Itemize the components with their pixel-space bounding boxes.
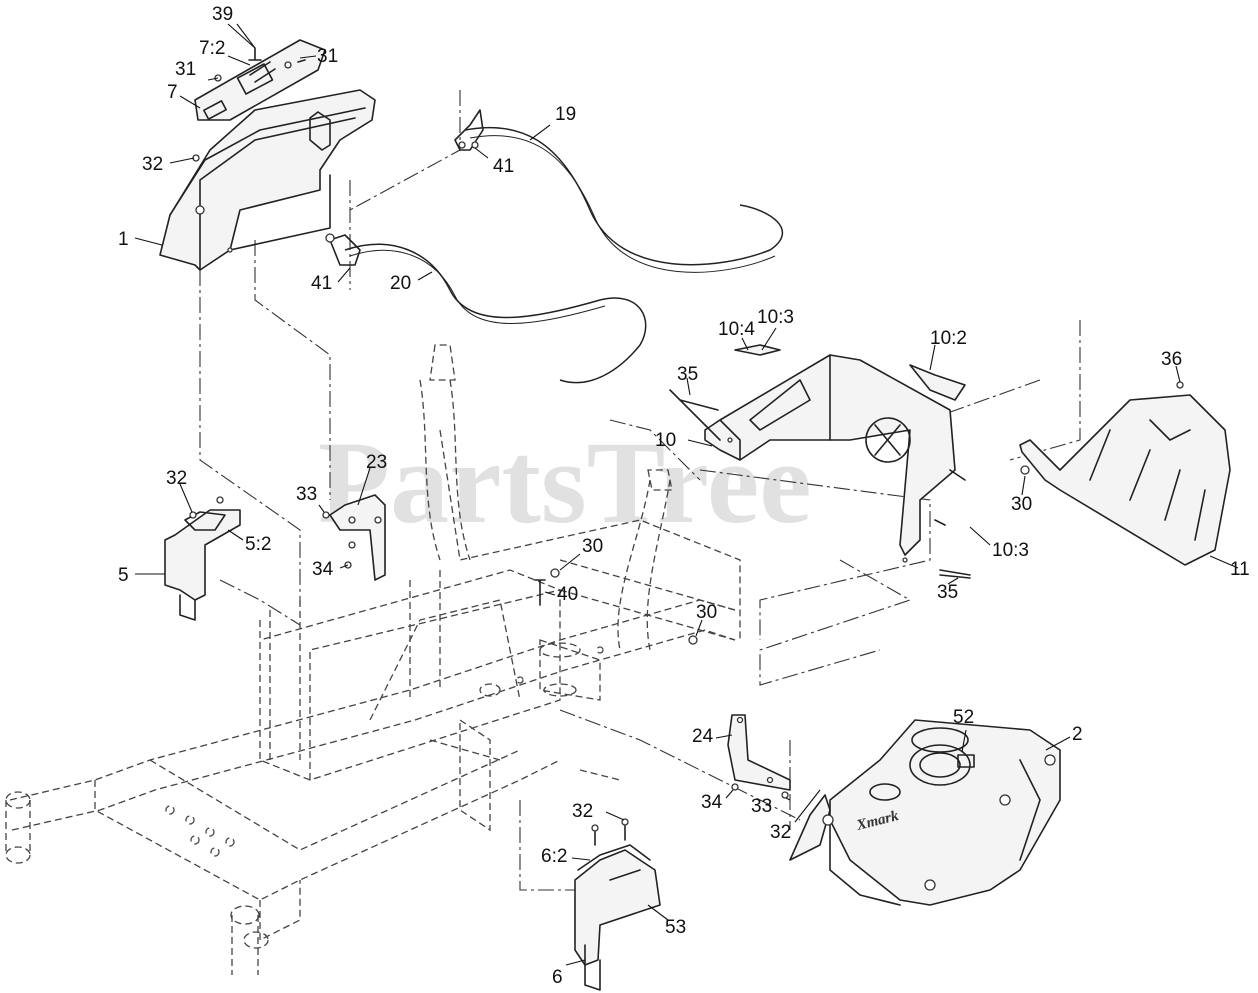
- callout-30-lower: 30: [696, 602, 717, 623]
- callout-52: 52: [953, 707, 974, 728]
- control-panel-assembly: [159, 39, 376, 271]
- leader-lines: [134, 23, 1239, 966]
- callout-2: 2: [1072, 724, 1083, 745]
- fasteners: [322, 389, 1030, 799]
- callout-24: 24: [692, 726, 714, 747]
- callout-labels: 39 7:2 31 31 7 32 1 19 41 41 20 10:4 10:…: [118, 4, 1250, 988]
- callout-10-4: 10:4: [718, 319, 755, 340]
- callout-32-left: 32: [166, 468, 187, 489]
- callout-10: 10: [655, 430, 676, 451]
- callout-40: 40: [557, 584, 578, 605]
- callout-30-right: 30: [1011, 494, 1032, 515]
- seat-pan-assembly: [679, 344, 971, 576]
- fuel-tank: Xmark: [789, 719, 1061, 906]
- callout-39: 39: [212, 4, 233, 25]
- callout-33-right: 33: [751, 796, 772, 817]
- callout-34-left: 34: [312, 559, 334, 580]
- callout-35-lower: 35: [937, 582, 958, 603]
- callout-10-3-upper: 10:3: [757, 307, 794, 328]
- chassis-frame: [5, 344, 741, 975]
- callout-10-3-lower: 10:3: [992, 540, 1029, 561]
- callout-33-left: 33: [296, 484, 317, 505]
- callout-5-2: 5:2: [245, 534, 271, 555]
- callout-7-2: 7:2: [199, 38, 225, 59]
- callout-30-center: 30: [582, 536, 603, 557]
- callout-32-top: 32: [142, 154, 163, 175]
- callout-10-2: 10:2: [930, 328, 967, 349]
- callout-1: 1: [118, 229, 129, 250]
- callout-35-upper: 35: [677, 364, 698, 385]
- callout-19: 19: [555, 104, 576, 125]
- callout-32-right: 32: [770, 822, 791, 843]
- lower-bracket: [574, 818, 661, 991]
- callout-41-upper: 41: [493, 156, 514, 177]
- callout-31-right: 31: [317, 46, 338, 67]
- bracket-24: [727, 714, 791, 791]
- callout-53: 53: [665, 917, 686, 938]
- right-bracket-23: [329, 494, 386, 581]
- callout-11: 11: [1230, 559, 1250, 580]
- callout-34-right: 34: [701, 792, 723, 813]
- callout-31-left: 31: [175, 59, 196, 80]
- rear-guard: [1019, 381, 1231, 566]
- left-bracket: [164, 496, 241, 621]
- callout-32-bottom: 32: [572, 801, 593, 822]
- callout-20: 20: [390, 273, 411, 294]
- callout-23: 23: [366, 452, 387, 473]
- throttle-cables: [325, 109, 784, 384]
- callout-41-lower: 41: [311, 273, 332, 294]
- callout-5: 5: [118, 565, 129, 586]
- callout-6-2: 6:2: [541, 846, 567, 867]
- callout-36: 36: [1161, 349, 1182, 370]
- callout-6: 6: [552, 967, 563, 988]
- callout-7: 7: [167, 82, 178, 103]
